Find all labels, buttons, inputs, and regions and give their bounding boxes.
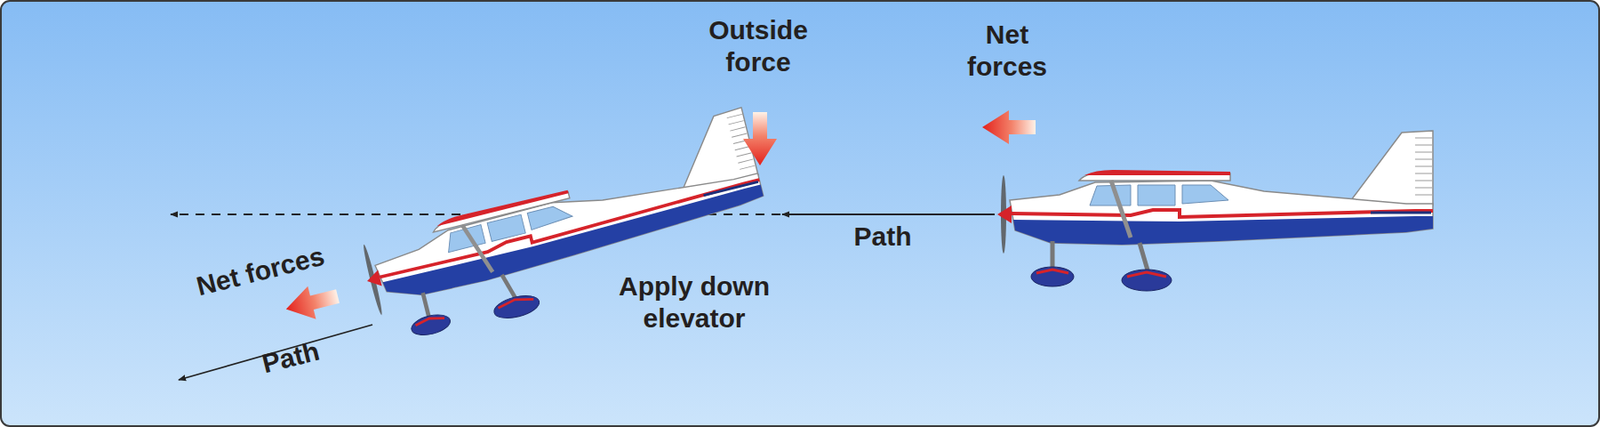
path-line: [178, 324, 373, 380]
label: Apply down elevator: [605, 270, 784, 335]
label: Path: [853, 220, 912, 253]
label: Outside force: [698, 14, 819, 79]
label: Net forces: [949, 18, 1065, 83]
airplane: [997, 130, 1433, 291]
path-line: [782, 213, 995, 216]
force-arrow: [743, 112, 777, 166]
force-arrow: [982, 110, 1036, 144]
force-arrow: [281, 280, 342, 326]
